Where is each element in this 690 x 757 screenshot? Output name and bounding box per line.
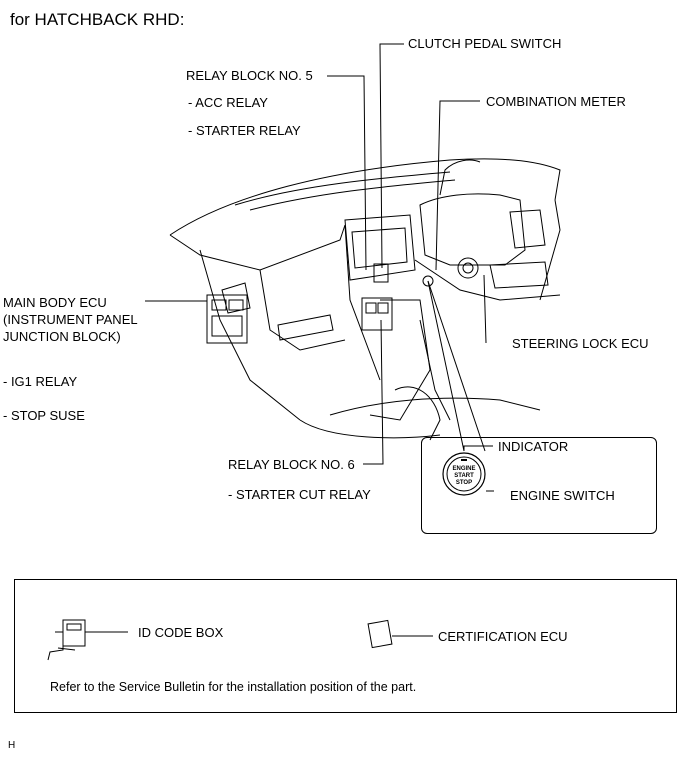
callout-relay-block-5: RELAY BLOCK NO. 5 [186,68,313,83]
callout-main-body-ecu-line2: (INSTRUMENT PANEL [3,312,138,327]
engine-button-label-line2: START [454,473,474,479]
engine-button-label-line1: ENGINE [452,466,476,472]
callout-starter-cut-relay: - STARTER CUT RELAY [228,487,371,502]
callout-ig1-relay: - IG1 RELAY [3,374,78,389]
callout-stop-fuse: - STOP SUSE [3,408,85,423]
legend-certification-ecu: CERTIFICATION ECU [438,629,568,644]
callout-clutch-pedal-switch: CLUTCH PEDAL SWITCH [408,36,562,51]
callout-engine-switch: ENGINE SWITCH [510,488,615,503]
legend-id-code-box: ID CODE BOX [138,625,224,640]
callout-indicator: INDICATOR [498,439,569,454]
callout-main-body-ecu-line3: JUNCTION BLOCK) [3,329,121,344]
legend-box [14,579,677,713]
callout-steering-lock-ecu: STEERING LOCK ECU [512,336,649,351]
callout-main-body-ecu-line1: MAIN BODY ECU [3,295,107,310]
diagram-title: for HATCHBACK RHD: [10,10,185,29]
callout-acc-relay: - ACC RELAY [188,95,268,110]
callout-starter-relay: - STARTER RELAY [188,123,301,138]
callout-combination-meter: COMBINATION METER [486,94,626,109]
engine-button-label-line3: STOP [455,480,473,486]
legend-note: Refer to the Service Bulletin for the in… [50,680,417,694]
engine-switch-detail-box [421,437,657,534]
footer-code: H [8,740,16,751]
callout-relay-block-6: RELAY BLOCK NO. 6 [228,457,355,472]
